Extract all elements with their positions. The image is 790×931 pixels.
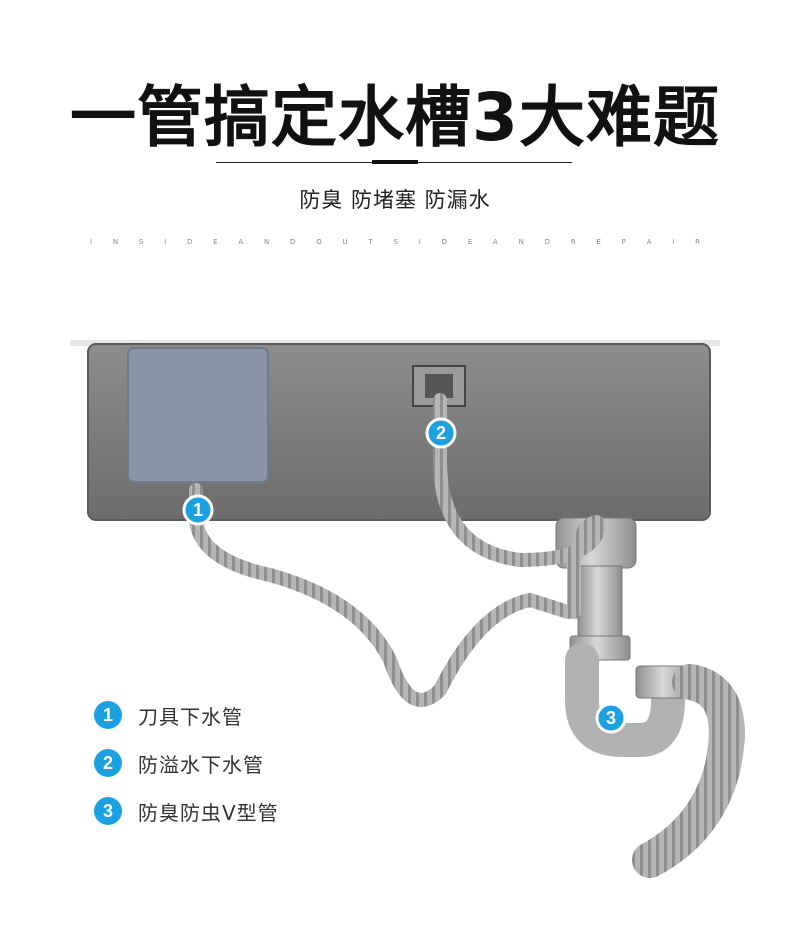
legend-item-overflow-drain: 2 防溢水下水管 [94, 748, 414, 778]
legend-label: 防溢水下水管 [138, 752, 264, 777]
sink-drain-illustration: 1 2 3 [70, 340, 745, 878]
tagline: I N S I D E A N D O U T S I D E A N D R … [90, 238, 700, 246]
legend-number-badge: 3 [94, 797, 122, 825]
legend-item-v-trap: 3 防臭防虫V型管 [94, 796, 414, 826]
marker-2: 2 [425, 417, 457, 449]
legend-label: 刀具下水管 [138, 704, 243, 729]
svg-text:1: 1 [193, 500, 203, 520]
legend-number-badge: 1 [94, 701, 122, 729]
legend-item-knife-drain: 1 刀具下水管 [94, 700, 414, 730]
page-title: 一管搞定水槽3大难题 [70, 79, 720, 156]
outlet-hose [632, 664, 745, 878]
svg-text:2: 2 [436, 423, 446, 443]
drain-pipe [577, 565, 623, 641]
page-subtitle: 防臭 防堵塞 防漏水 [299, 188, 491, 212]
overflow-hose [433, 393, 606, 619]
knife-drain-hose [189, 483, 575, 707]
title-divider-accent [372, 160, 418, 164]
v-trap [565, 643, 685, 757]
knife-holder-box [127, 347, 269, 483]
legend-label: 防臭防虫V型管 [138, 800, 279, 825]
legend-number-badge: 2 [94, 749, 122, 777]
svg-text:3: 3 [606, 708, 616, 728]
marker-1: 1 [182, 494, 214, 526]
marker-3: 3 [595, 702, 627, 734]
legend: 1 刀具下水管 2 防溢水下水管 3 防臭防虫V型管 [94, 700, 414, 844]
